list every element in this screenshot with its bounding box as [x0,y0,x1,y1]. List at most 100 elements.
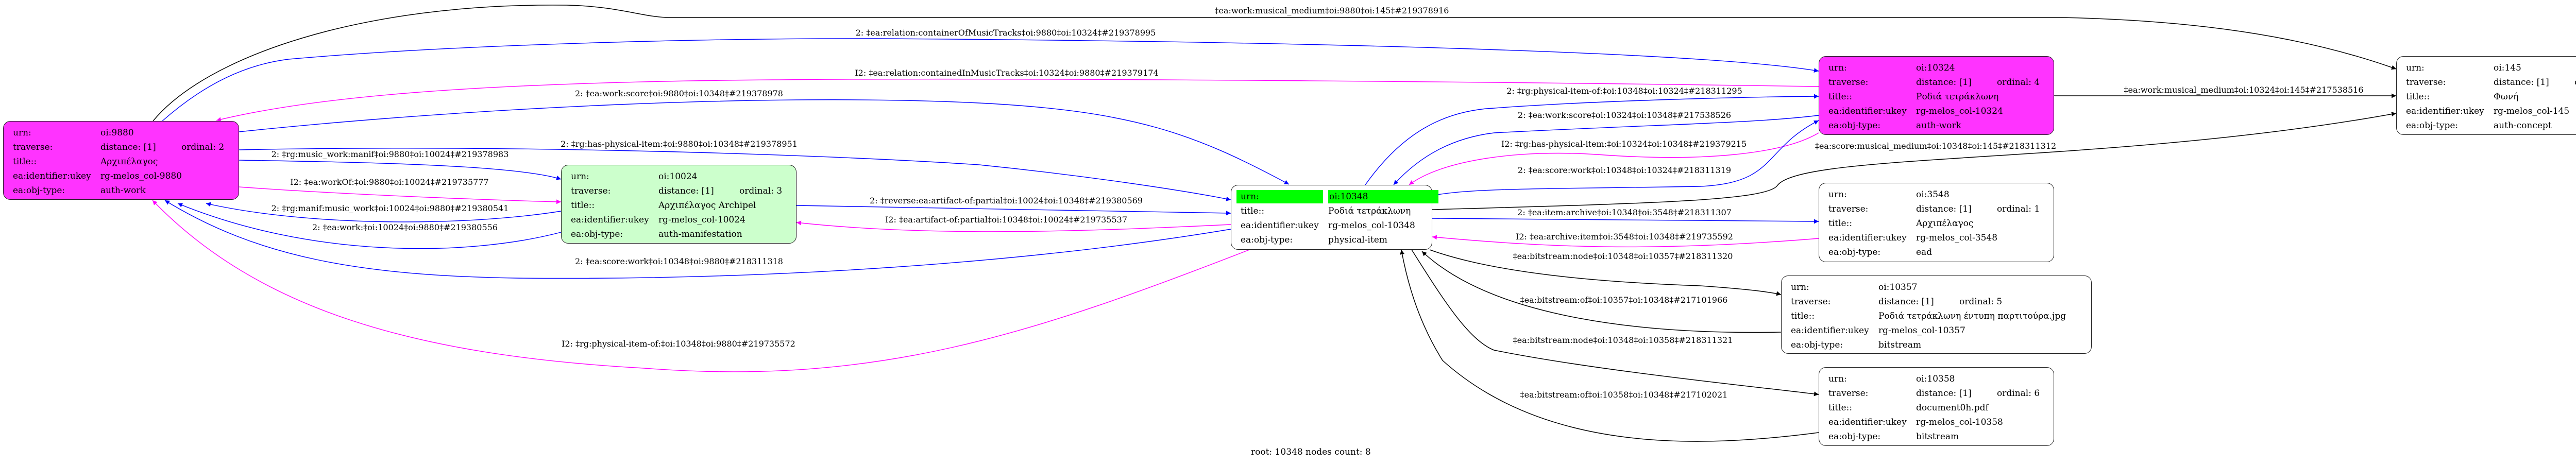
field-key: urn: [1791,282,1809,292]
field-value: rg-melos_col-9880 [100,171,182,181]
edge-3548-to-10348 [1432,235,1819,248]
field-value: document0h.pdf [1916,403,1989,413]
field-value: auth-manifestation [658,229,742,239]
edge-10348-to-10358 [1411,249,1819,397]
graph-footer: root: 10348 nodes count: 8 [1251,447,1371,457]
field-value: oi:3548 [1916,190,1950,200]
field-value: rg-melos_col-10348 [1328,220,1415,231]
field-value: rg-melos_col-10357 [1878,325,1965,336]
field-value: distance: [1] [1916,204,1972,214]
edge-10348-to-10324 [1432,120,1819,196]
field-key: traverse: [571,186,611,196]
field-key: title:: [1241,206,1265,216]
field-value: rg-melos_col-145 [2494,106,2570,116]
field-key: urn: [1828,190,1847,200]
field-value: distance: [1] [1916,77,1972,88]
field-value: auth-concept [2494,120,2552,131]
field-key: urn: [1828,374,1847,384]
field-key: urn: [1828,63,1847,73]
node-field-row: title::Ροδιά τετράκλωνη [1236,204,1427,218]
edge-label: ‡ea:bitstream:of‡oi:10358‡oi:10348‡#2171… [1520,390,1728,400]
node-field-row: title::document0h.pdf [1824,401,2048,415]
node-field-row: traverse:distance: [1]ordinal: 2 [9,140,233,154]
node-field-row: urn:oi:10348 [1236,190,1438,204]
node-field-row: urn: oi:10358 [1824,372,2048,386]
edge-10358-to-10348 [1400,249,1819,442]
node-field-row: ea:obj-type: auth-manifestation [567,227,791,242]
field-ordinal: ordinal: 7 [2574,75,2576,90]
node-field-row: traverse:distance: [1]ordinal: 1 [1824,202,2048,216]
node-field-row: title::Ροδιά τετράκλωνη [1824,90,2048,104]
field-value: oi:10357 [1878,282,1918,292]
edge-9880-to-10324 [162,38,1819,122]
field-key: title:: [1828,218,1853,229]
field-value: distance: [1] [658,186,714,196]
field-value: auth-work [100,185,146,196]
field-key: ea:identifier:ukey [2406,106,2484,116]
field-value: physical-item [1328,235,1387,245]
field-value: oi:10358 [1916,374,1955,384]
node-field-row: ea:obj-type: auth-work [9,183,233,198]
edge-label: 2: ‡ea:work:score‡oi:10324‡oi:10348‡#217… [1518,110,1731,120]
field-value: Αρχιπέλαγος [100,157,158,167]
node-field-row: traverse:distance: [1]ordinal: 3 [567,184,791,198]
edge-label: ‡ea:bitstream:node‡oi:10348‡oi:10358‡#21… [1513,335,1733,345]
field-key: urn: [13,128,31,138]
field-key: title:: [1828,92,1853,102]
node-field-row: ea:obj-type:auth-concept [2402,118,2576,133]
field-value: Φωνή [2494,92,2519,102]
edge-label: 2: ‡ea:work:‡oi:10024‡oi:9880‡#219380556 [312,222,498,232]
field-key: ea:obj-type: [571,229,623,239]
field-value: rg-melos_col-3548 [1916,233,1998,243]
edge-label: ‡ea:score:musical_medium‡oi:10348‡oi:145… [1815,141,2056,151]
edge-label: I2: ‡ea:archive:item‡oi:3548‡oi:10348‡#2… [1516,232,1733,242]
field-ordinal: ordinal: 5 [1959,297,2003,307]
edge-10324-to-9880 [216,78,1819,122]
node-field-row: ea:obj-type:bitstream [1787,338,2086,352]
field-value: Αρχιπέλαγος Archipel [658,200,756,211]
field-key: traverse: [1828,204,1869,214]
node-field-row: traverse:distance: [1]ordinal: 4 [1824,75,2048,90]
node-field-row: traverse:distance: [1]ordinal: 7 [2402,75,2576,90]
edge-label: 2: ‡ea:work:score‡oi:9880‡oi:10348‡#2193… [575,89,783,98]
field-key: ea:identifier:ukey [1241,220,1319,231]
edge-label: I2: ‡rg:has-physical-item:‡oi:10324‡oi:1… [1501,139,1747,149]
node-field-row: traverse:distance: [1]ordinal: 5 [1787,295,2086,309]
node-field-row: urn:oi:10024 [567,169,791,184]
field-value: rg-melos_col-10358 [1916,417,2003,427]
field-key: ea:obj-type: [1828,120,1881,131]
field-key: traverse: [1828,388,1869,399]
edge-label: 2: ‡reverse:ea:artifact-of:partial‡oi:10… [870,196,1143,205]
edge-label: 2: ‡rg:music_work:manif‡oi:9880‡oi:10024… [272,149,509,159]
field-key: urn: [1236,190,1323,203]
edge-label: ‡ea:bitstream:node‡oi:10348‡oi:10357‡#21… [1513,251,1733,261]
node-field-row: traverse:distance: [1]ordinal: 6 [1824,386,2048,401]
field-key: ea:obj-type: [1828,432,1881,442]
edge-10024-to-9880 [177,203,562,249]
edge-label: 2: ‡rg:manif:music_work‡oi:10024‡oi:9880… [272,203,509,213]
node-field-row: ea:identifier:ukey rg-melos_col-145 [2402,104,2576,118]
node-field-row: urn: oi:3548 [1824,187,2048,202]
field-value: distance: [1] [1916,388,1972,399]
node-field-row: ea:obj-type:auth-work [1824,118,2048,133]
edge-label: 2: ‡ea:item:archive‡oi:10348‡oi:3548‡#21… [1517,208,1732,217]
edge-label: ‡ea:work:musical_medium‡oi:10324‡oi:145‡… [2124,85,2363,95]
field-key: traverse: [13,142,53,152]
field-key: ea:identifier:ukey [1828,106,1907,116]
field-value: Ροδιά τετράκλωνη [1328,206,1411,216]
edge-9880-to-10348 [239,99,1290,185]
field-value: distance: [1] [1878,297,1934,307]
field-key: ea:obj-type: [13,185,65,196]
edge-10324-to-10348 [1393,115,1819,185]
